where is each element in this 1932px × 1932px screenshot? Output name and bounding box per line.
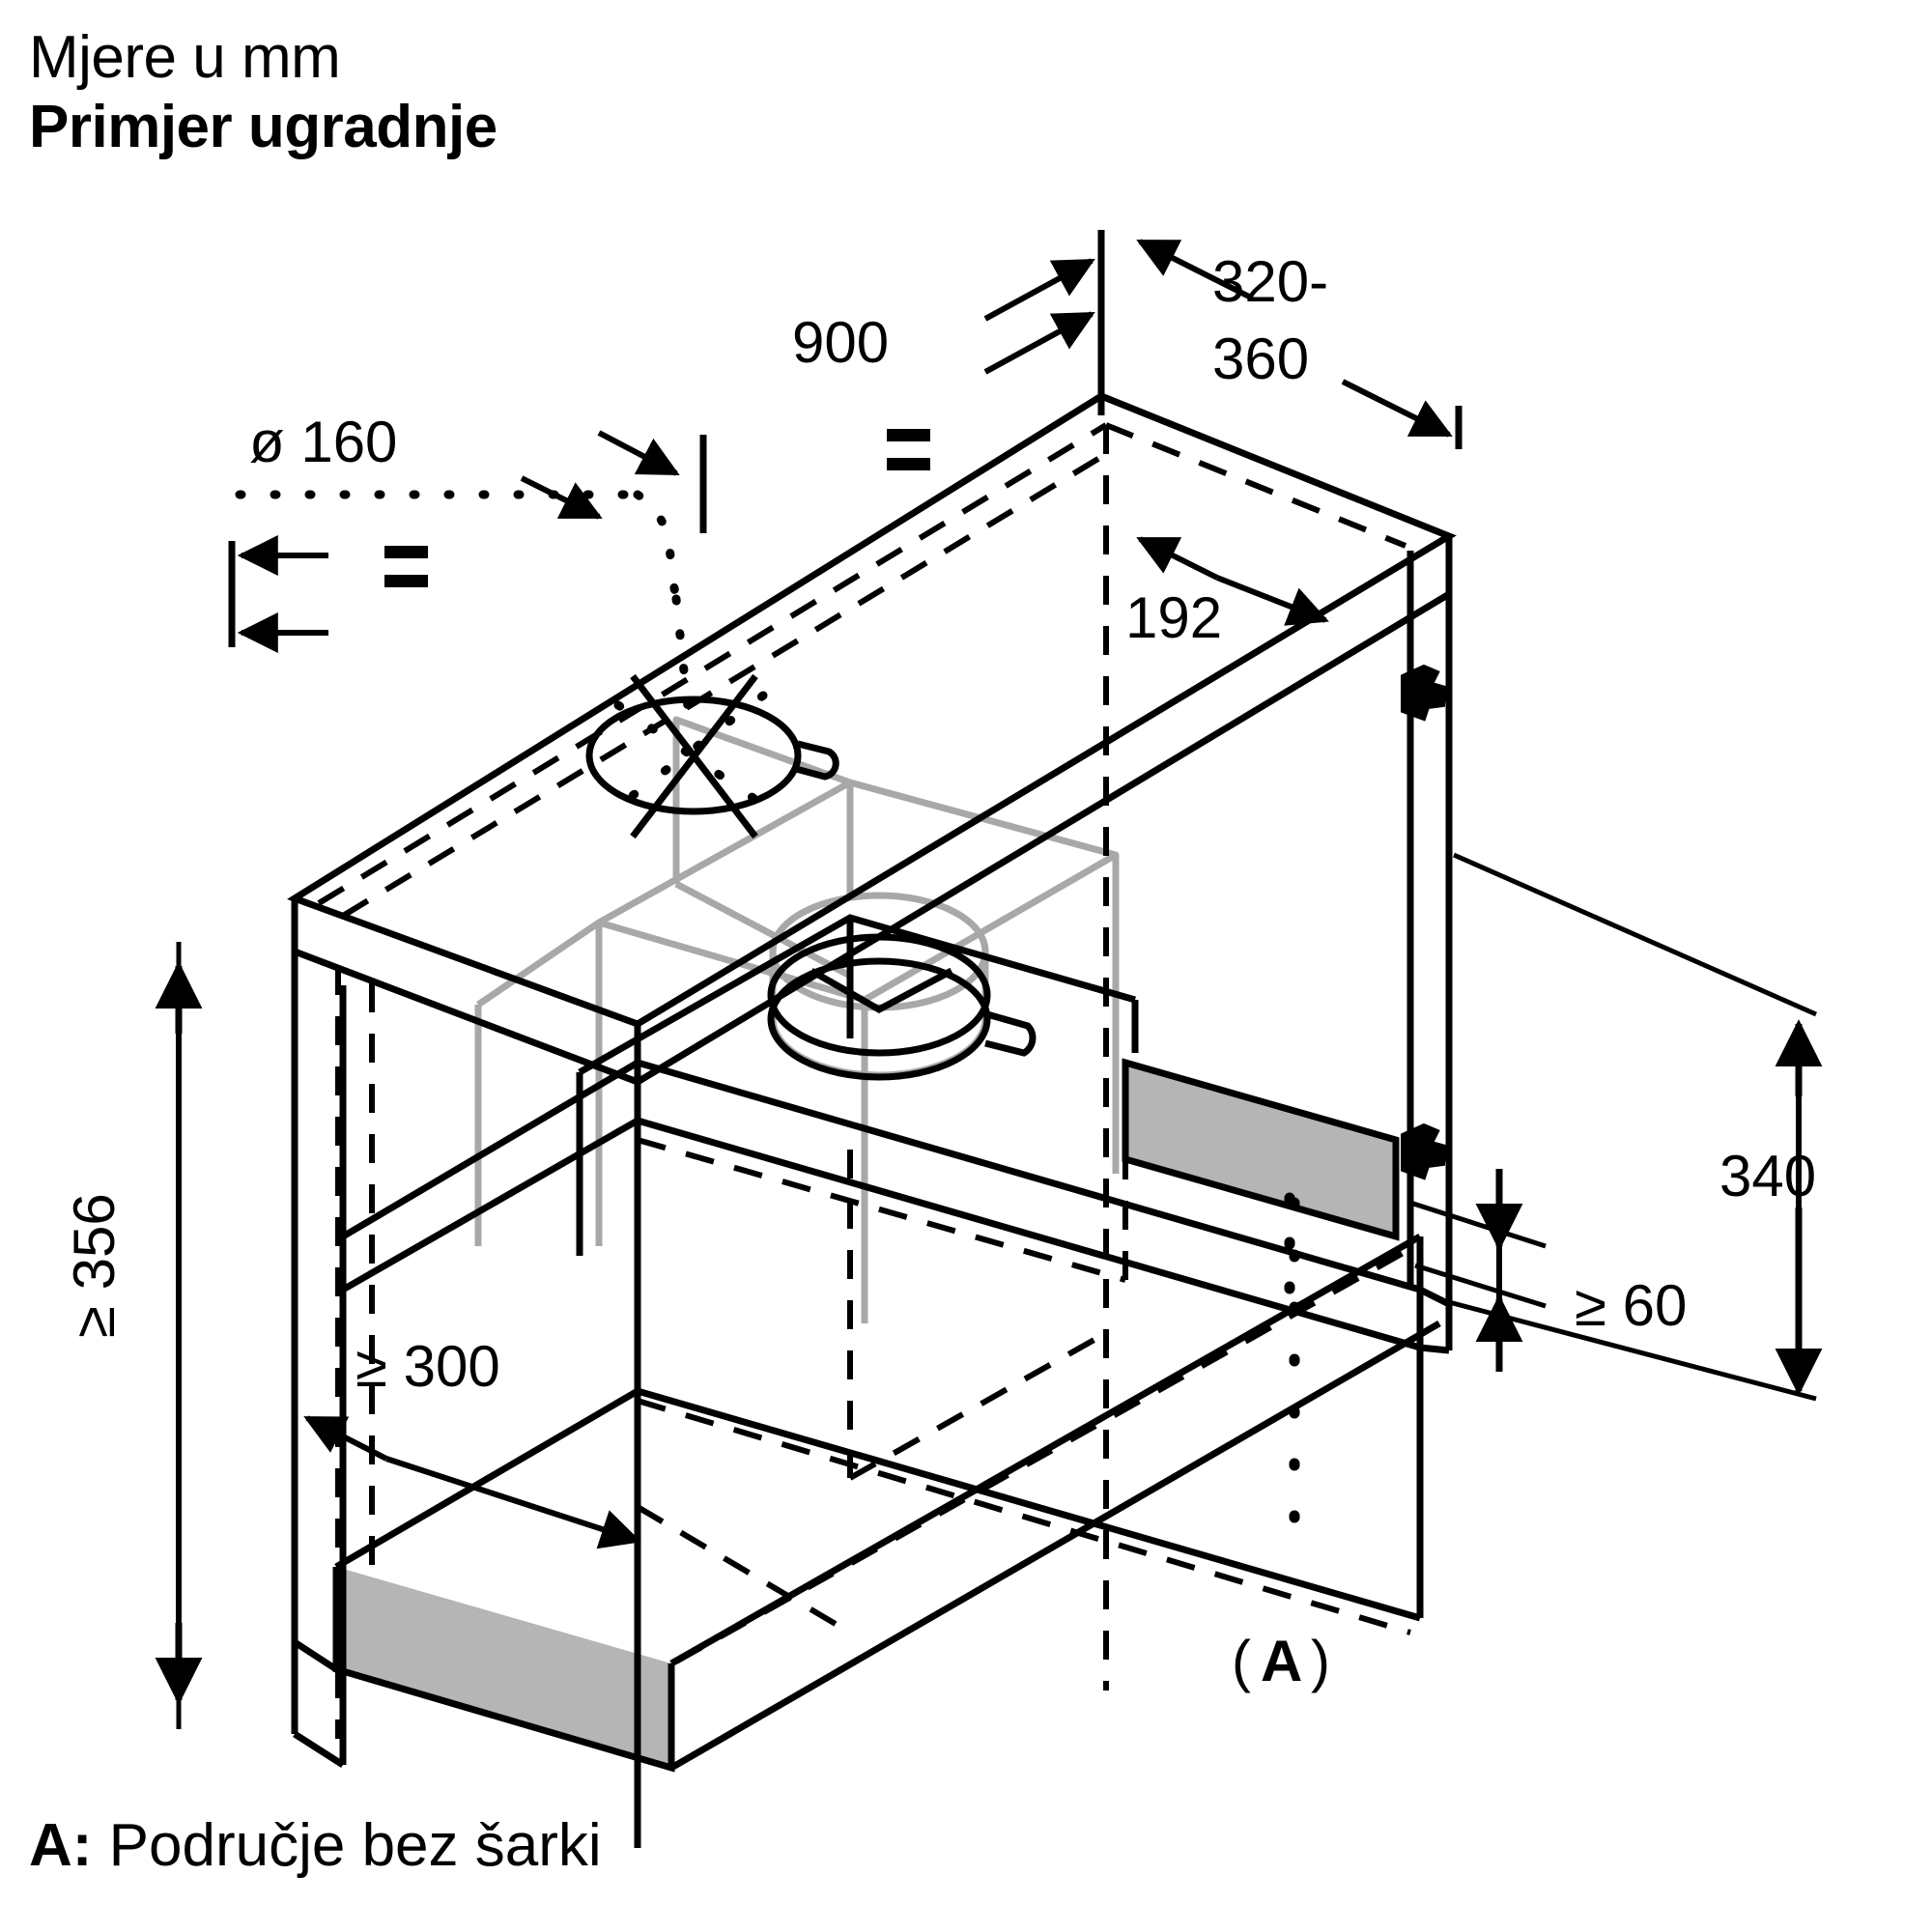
dim-300-arrows — [303, 1415, 641, 1549]
hinge-icon-upper — [1401, 664, 1448, 722]
page-title: Primjer ugradnje — [29, 94, 497, 160]
duct-collar-tab — [984, 1010, 1037, 1057]
hidden-edges — [317, 422, 1417, 1739]
shaded-panel-right — [1125, 1063, 1396, 1236]
dim-label-60: ≥ 60 — [1575, 1273, 1687, 1338]
equal-split-arrows-mid — [520, 430, 707, 533]
dim-192-arrows — [1136, 536, 1329, 626]
bottom-panel-right — [669, 1320, 1441, 1772]
dim-label-340: 340 — [1719, 1144, 1816, 1208]
duct-diameter-leader — [235, 490, 696, 739]
dim-label-360: 360 — [1212, 327, 1309, 391]
dim-label-320: 320- — [1212, 249, 1328, 314]
shaded-panel-bottom — [336, 1567, 671, 1768]
shaded-area-panels — [336, 1063, 1396, 1768]
right-shaded-panel-border — [1122, 1058, 1400, 1241]
dim-label-duct-diameter: ø 160 — [249, 410, 397, 474]
duct-collar-inner-ring — [767, 957, 991, 1081]
dim-60-ext-lines — [1409, 1200, 1547, 1309]
area-a-callout-paren-open: ( — [1232, 1629, 1251, 1693]
units-label: Mjere u mm — [29, 24, 341, 91]
dim-label-356: ≥ 356 — [62, 1193, 127, 1338]
equal-split-arrows-left — [228, 535, 328, 653]
dim-label-192: 192 — [1125, 585, 1222, 650]
dim-356-arrows — [155, 961, 203, 1705]
legend-caption: A: Područje bez šarki — [29, 1811, 602, 1880]
top-panel-right-edge — [636, 536, 1453, 1085]
duct-collar-top-ring — [767, 933, 991, 1057]
top-panel-front-edge — [291, 898, 641, 1088]
bottom-panel-top — [334, 1387, 1421, 1622]
dim-900-arrows — [983, 230, 1105, 415]
middle-shelf-front — [339, 1063, 641, 1296]
duct-hole-marking — [585, 673, 839, 839]
bottom-panel-front — [332, 1567, 675, 1773]
area-a-callout-letter: A — [1261, 1629, 1302, 1693]
equal-mark-right — [887, 429, 930, 470]
hinge-icon-lower — [1401, 1122, 1448, 1180]
dim-label-900: 900 — [792, 310, 889, 375]
dim-label-300: ≥ 300 — [355, 1334, 500, 1399]
equal-mark-left — [384, 546, 428, 587]
top-panel-face — [287, 392, 1457, 1028]
legend-text: Područje bez šarki — [92, 1812, 602, 1879]
dim-320-360-arrows — [1136, 239, 1463, 449]
legend-marker: A: — [29, 1812, 93, 1879]
area-a-callout-paren-close: ) — [1311, 1629, 1330, 1693]
